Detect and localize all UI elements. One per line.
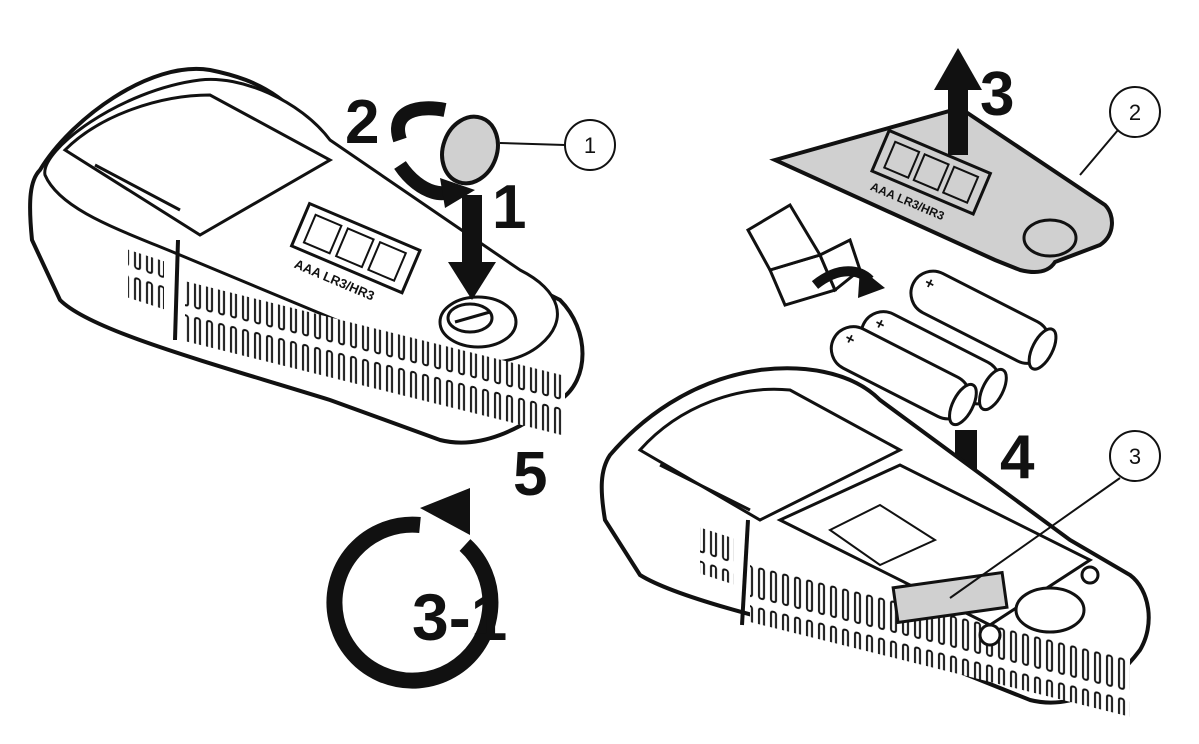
step-4-label: 4 <box>1000 423 1035 492</box>
aaa-batteries: + + + <box>829 269 1058 427</box>
svg-text:2: 2 <box>1129 100 1141 125</box>
meter-device-left: AAA LR3/HR3 <box>28 66 585 445</box>
callout-3: 3 <box>949 430 1161 599</box>
up-arrow-icon <box>934 48 982 155</box>
callout-1: 1 <box>499 119 616 171</box>
rotate-arrow-icon <box>391 101 475 208</box>
callout-2: 2 <box>1079 86 1161 176</box>
step-3-label: 3 <box>980 60 1014 129</box>
cover-lock-screw-left[interactable] <box>438 295 518 349</box>
side-grille-left <box>128 249 164 310</box>
battery-box-icon <box>745 202 885 307</box>
step-5-label: 5 <box>513 440 547 509</box>
svg-text:3: 3 <box>1129 444 1141 469</box>
reverse-sequence-label: 3-1 <box>412 580 507 654</box>
step-1-label: 1 <box>492 173 526 242</box>
step-2-label: 2 <box>345 88 379 157</box>
down-arrow-icon <box>448 195 496 300</box>
svg-text:1: 1 <box>584 133 596 158</box>
meter-device-right <box>599 366 1151 717</box>
battery-cover-removed: AAA LR3/HR3 <box>769 105 1114 274</box>
reverse-steps-icon <box>326 488 499 689</box>
coin <box>440 114 500 186</box>
